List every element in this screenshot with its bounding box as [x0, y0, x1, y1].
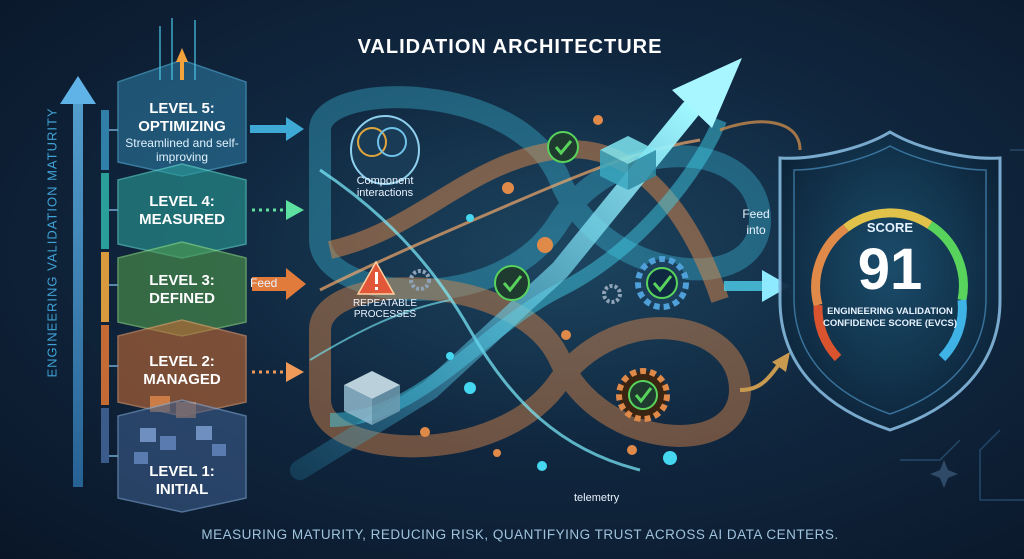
level-1-name: INITIAL: [155, 481, 209, 498]
feed-into-label: Feed into: [742, 207, 770, 237]
feed-arrow-level-5: [250, 117, 304, 141]
level-4-tile: [117, 163, 247, 259]
score-gauge: [811, 208, 968, 362]
maturity-axis-arrow: [60, 76, 96, 487]
growth-arrow: [290, 58, 742, 480]
level-1-title: LEVEL 1:: [149, 463, 215, 480]
level-3-tile: [117, 241, 247, 337]
feed-arrow-level-2: [252, 362, 304, 382]
repeatable-processes-label: REPEATABLE PROCESSES: [352, 298, 418, 320]
component-interactions-node: [350, 115, 420, 185]
circuit-lines: [900, 149, 1024, 501]
level-3-name: DEFINED: [149, 290, 215, 307]
arrow-to-score: [724, 270, 790, 302]
cube-bottom-icon: [344, 371, 400, 425]
cube-top-icon: [600, 136, 656, 190]
feed-arrow-level-3: [252, 268, 306, 300]
feed-into-connector: [719, 120, 802, 151]
maturity-color-bar: [101, 110, 109, 463]
level-4-label: LEVEL 4: MEASURED: [120, 193, 244, 229]
level-5-description: Streamlined and self-improving: [125, 136, 239, 164]
level-2-title: LEVEL 2:: [149, 353, 215, 370]
level-connectors: [109, 129, 118, 457]
warning-icon: [356, 260, 396, 295]
check-icon-2: [494, 265, 530, 301]
score-label: SCORE: [866, 220, 914, 235]
level-5-name: OPTIMIZING: [138, 118, 226, 135]
arrow-from-bottom-loop: [739, 352, 790, 392]
feed-label: Feed: [250, 276, 278, 290]
level-1-label: LEVEL 1: INITIAL: [120, 463, 244, 499]
level-3-title: LEVEL 3:: [149, 272, 215, 289]
flow-dots: [420, 115, 677, 471]
small-gear-icon: [409, 269, 622, 304]
feed-arrow-level-4: [252, 200, 304, 220]
level-3-label: LEVEL 3: DEFINED: [120, 272, 244, 308]
level-4-title: LEVEL 4:: [149, 193, 215, 210]
check-icon-1: [547, 131, 579, 163]
level-2-name: MANAGED: [143, 371, 221, 388]
page-title: VALIDATION ARCHITECTURE: [357, 36, 663, 58]
level-5-label: LEVEL 5: OPTIMIZING Streamlined and self…: [120, 100, 244, 164]
gear-check-icon-orange: [616, 368, 670, 422]
score-description: ENGINEERING VALIDATION CONFIDENCE SCORE …: [822, 306, 958, 329]
maturity-axis-label: ENGINEERING VALIDATION MATURITY: [44, 107, 60, 378]
component-interactions-label: Component interactions: [356, 175, 414, 199]
score-value: 91: [857, 237, 923, 302]
level-5-title: LEVEL 5:: [149, 100, 215, 117]
level-5-tile: [117, 18, 247, 177]
telemetry-label: telemetry: [574, 492, 620, 504]
level-2-label: LEVEL 2: MANAGED: [120, 353, 244, 389]
sparkle-icon: [930, 460, 958, 488]
level-1-tile: [117, 399, 247, 513]
footer-tagline: MEASURING MATURITY, REDUCING RISK, QUANT…: [201, 527, 839, 542]
gear-check-icon-blue: [635, 256, 689, 310]
level-4-name: MEASURED: [139, 211, 225, 228]
